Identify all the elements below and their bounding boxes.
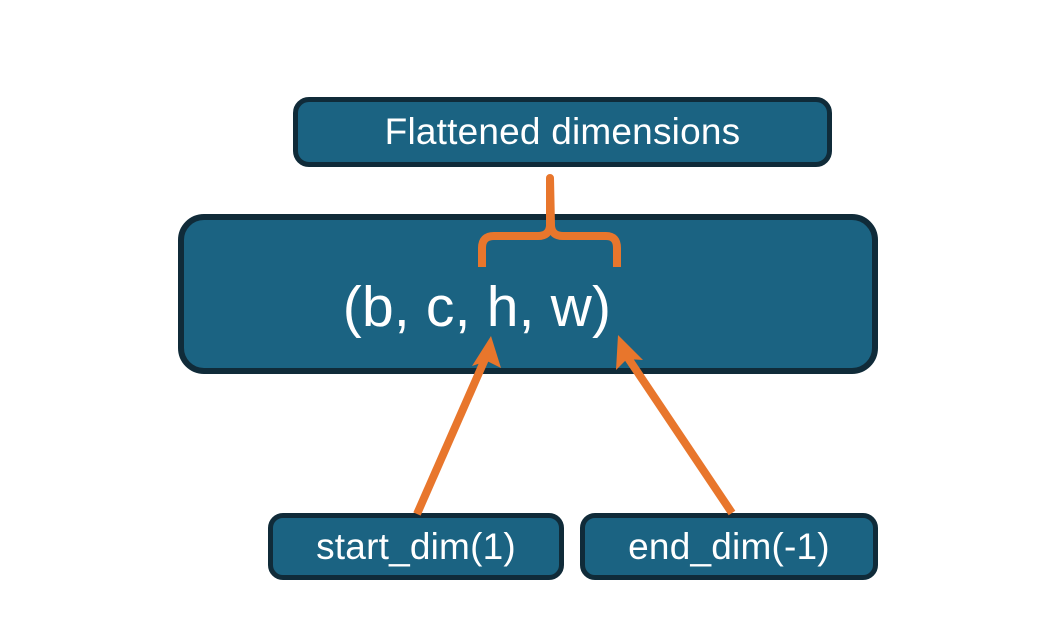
node-flattened-dimensions-label: Flattened dimensions (384, 111, 741, 152)
node-end-dim-label: end_dim(-1) (628, 525, 830, 567)
node-flattened-dimensions[interactable]: Flattened dimensions (293, 97, 832, 167)
node-start-dim-label: start_dim(1) (316, 525, 516, 567)
node-tensor-shape-label: (b, c, h, w) (342, 275, 612, 339)
node-start-dim[interactable]: start_dim(1) (268, 513, 564, 580)
start-dim-arrow-shaft (413, 348, 493, 516)
node-end-dim[interactable]: end_dim(-1) (580, 513, 878, 580)
node-tensor-shape[interactable]: (b, c, h, w) (178, 214, 878, 374)
